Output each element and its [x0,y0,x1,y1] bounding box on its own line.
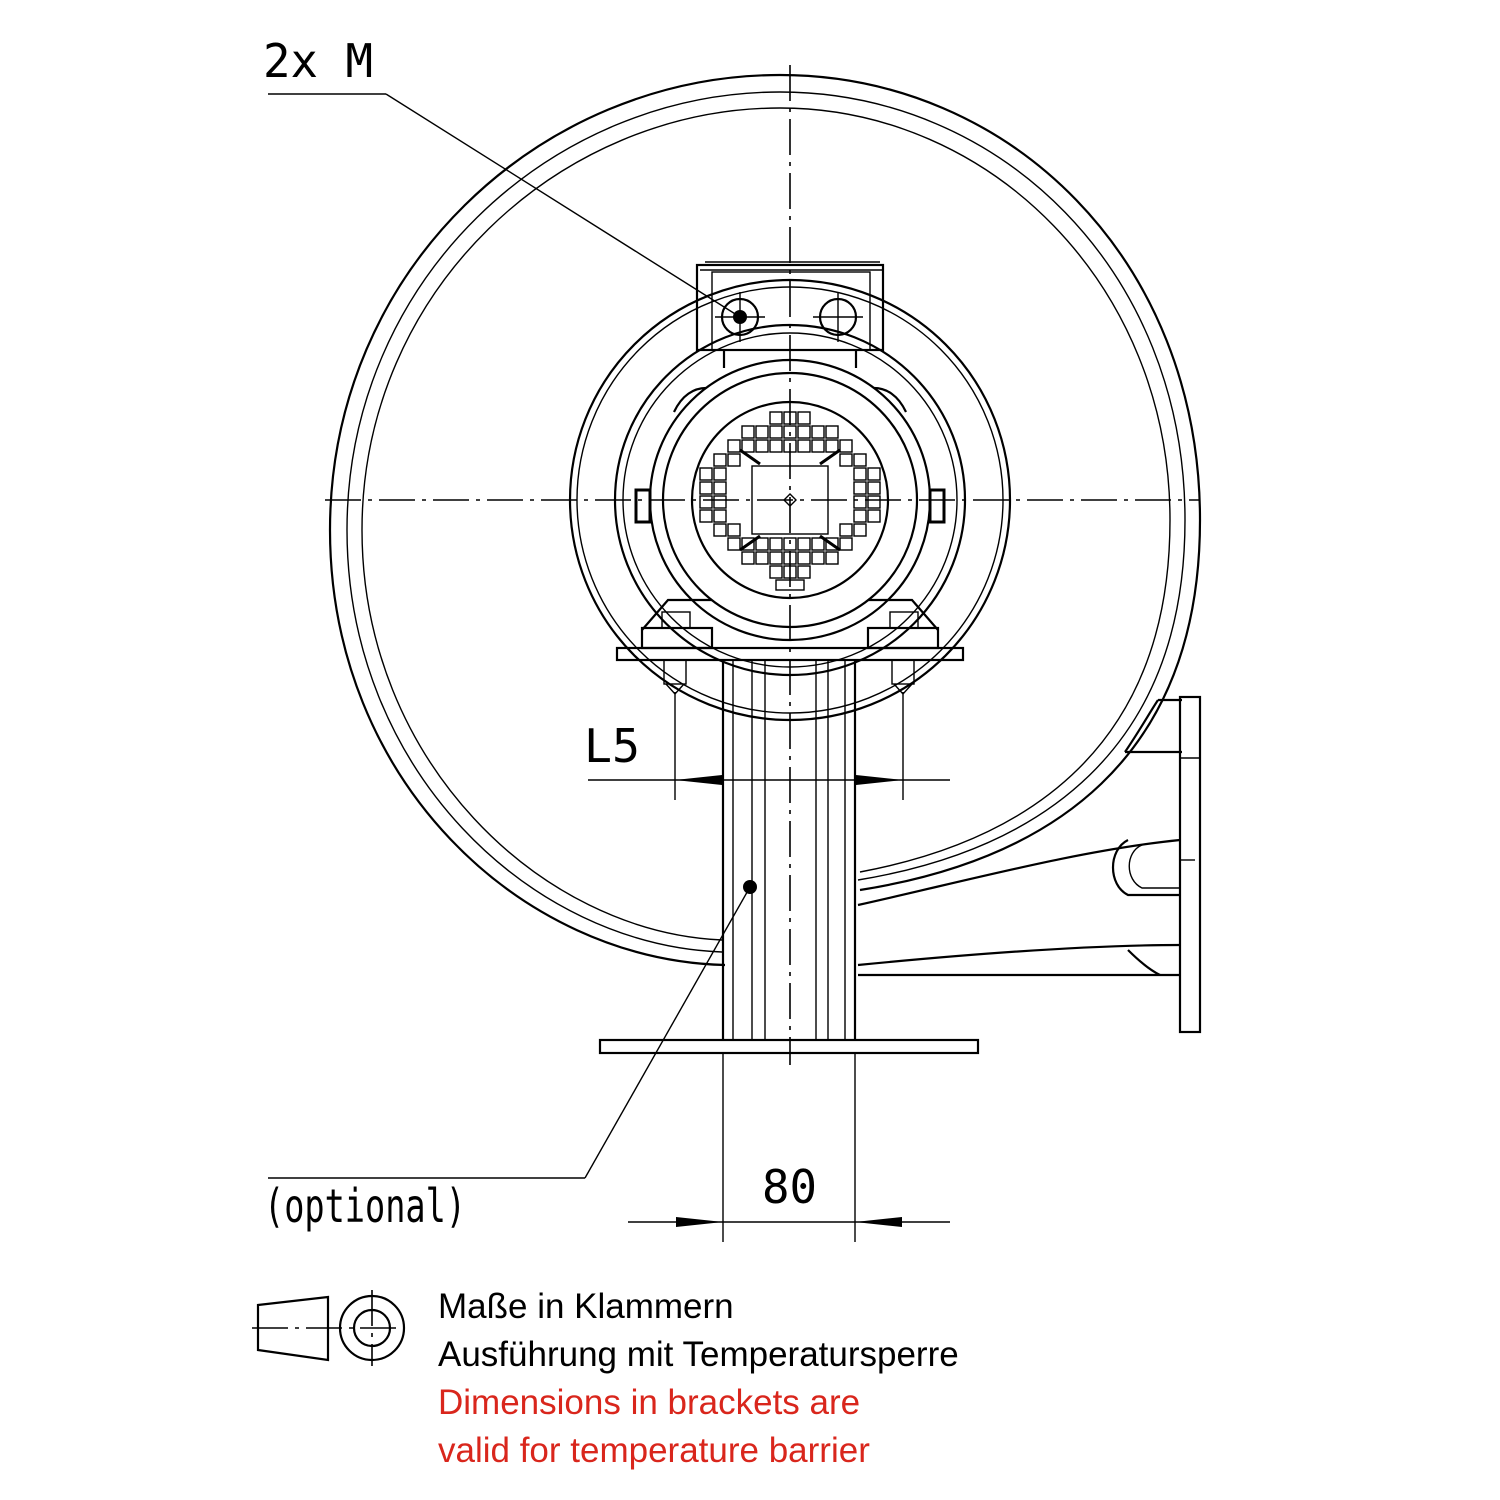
optional-callout-label: (optional) [264,1179,466,1233]
note-line-de-2: Ausführung mit Temperatursperre [438,1335,959,1374]
note-line-de-1: Maße in Klammern [438,1287,734,1326]
dimension-80-label: 80 [762,1160,817,1214]
note-line-en-1: Dimensions in brackets are [438,1383,861,1422]
fan-housing [328,73,1202,967]
thread-callout-leader [268,93,747,324]
dimension-80 [628,1053,950,1242]
outlet-duct [857,695,1202,1034]
dimension-l5-label: L5 [584,719,640,773]
first-angle-projection-icon [252,1290,406,1366]
support-pedestal [598,660,980,1055]
center-lines [325,65,1200,1065]
dimension-l5 [588,692,950,800]
optional-callout-leader [268,880,757,1179]
note-line-en-2: valid for temperature barrier [438,1431,870,1470]
thread-callout-label: 2x M [263,34,373,88]
